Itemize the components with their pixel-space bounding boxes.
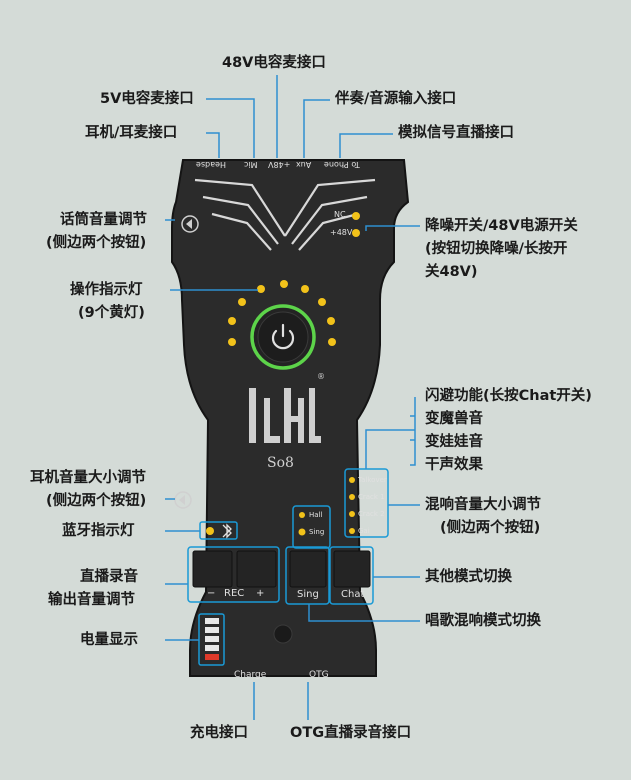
callout-rec-title: 直播录音 [80, 569, 138, 585]
callout-bluetooth-light: 蓝牙指示灯 [62, 523, 135, 539]
callout-reverb-volume-note: (侧边两个按钮) [440, 520, 541, 536]
chat-button-label: Chat [341, 589, 365, 600]
nc-led [352, 212, 360, 220]
sing-light-label: Sing [309, 528, 325, 536]
callout-aux: 伴奏/音源输入接口 [335, 91, 457, 107]
rec-frame [187, 546, 280, 603]
callout-lines [165, 75, 420, 720]
callout-headphone-volume-note: (侧边两个按钮) [46, 493, 147, 509]
model-label: So8 [267, 455, 294, 471]
talkover-label: Talkover [358, 476, 387, 484]
sing-lights-frame [292, 505, 331, 549]
callout-dry-voice: 干声效果 [425, 457, 483, 473]
p48v-led [352, 229, 360, 237]
brand-text: ickl [243, 374, 262, 386]
nc-label: NC [334, 210, 346, 219]
callout-other-mode: 其他模式切换 [425, 569, 512, 585]
rec-minus-label: − [207, 588, 216, 599]
callout-sing-mode: 唱歌混响模式切换 [425, 613, 541, 629]
bluetooth-icon [222, 523, 232, 539]
mic-volume-icon[interactable] [181, 215, 199, 233]
speaker-hole [273, 624, 293, 644]
callout-baby-voice: 变娃娃音 [425, 434, 483, 450]
otg-label: OTG [309, 670, 329, 680]
callout-rec-note: 输出音量调节 [48, 592, 135, 608]
mode-leds [349, 477, 355, 534]
port-label-tophone: To Phone [324, 160, 360, 169]
chat-frame [329, 546, 374, 605]
registered-mark: ® [317, 372, 325, 381]
crack1-label: Crack 1 [358, 493, 385, 501]
p48v-label: +48V [330, 228, 353, 237]
port-label-headset: Headse [196, 160, 227, 169]
charge-label: Charge [234, 670, 267, 680]
battery-bars [205, 618, 219, 660]
sing-button-label: Sing [297, 589, 319, 600]
sing-frame [285, 546, 330, 605]
callout-battery: 电量显示 [80, 632, 138, 648]
callout-48v-mic: 48V电容麦接口 [222, 55, 326, 71]
hall-label: Hall [309, 511, 323, 519]
callout-op-light-note: (9个黄灯) [78, 305, 145, 321]
callout-mic-volume-note: (侧边两个按钮) [46, 235, 147, 251]
callout-reverb-volume-title: 混响音量大小调节 [425, 497, 541, 513]
chat-button[interactable] [333, 550, 371, 588]
callout-headphone-volume-title: 耳机音量大小调节 [30, 470, 146, 486]
callout-nc-note-1: (按钮切换降噪/长按开 [425, 241, 568, 257]
gai-label: Gai [358, 527, 370, 535]
rec-plus-button[interactable] [236, 550, 277, 588]
hall-led [299, 512, 305, 518]
callout-mic-volume-title: 话筒音量调节 [60, 212, 147, 228]
rec-plus-label: + [256, 588, 265, 599]
rec-minus-button[interactable] [192, 550, 233, 588]
callout-nc-note-2: 关48V) [425, 264, 478, 280]
x-pattern [194, 178, 376, 251]
callout-talkover: 闪避功能(长按Chat开关) [425, 388, 592, 404]
bt-led [206, 527, 214, 535]
sing-led [298, 528, 306, 536]
callout-op-light-title: 操作指示灯 [70, 282, 143, 298]
callout-monster-voice: 变魔兽音 [425, 411, 483, 427]
operation-leds [228, 280, 336, 346]
callout-nc-title: 降噪开关/48V电源开关 [425, 218, 578, 234]
crack2-label: Crack 2 [358, 510, 385, 518]
callout-5v-mic: 5V电容麦接口 [100, 91, 194, 107]
brand-logo [249, 388, 321, 443]
headphone-volume-icon[interactable] [174, 491, 192, 509]
rec-label: REC [224, 588, 245, 599]
callout-charge-port: 充电接口 [190, 725, 248, 741]
callout-headset: 耳机/耳麦接口 [85, 125, 178, 141]
port-label-48v: +48V [268, 160, 291, 169]
callout-tophone: 模拟信号直播接口 [398, 125, 514, 141]
power-button[interactable] [250, 304, 316, 370]
port-label-mic: Mic [244, 160, 258, 169]
callout-otg-port: OTG直播录音接口 [290, 725, 412, 741]
port-label-aux: Aux [296, 160, 312, 169]
sing-button[interactable] [289, 550, 327, 588]
